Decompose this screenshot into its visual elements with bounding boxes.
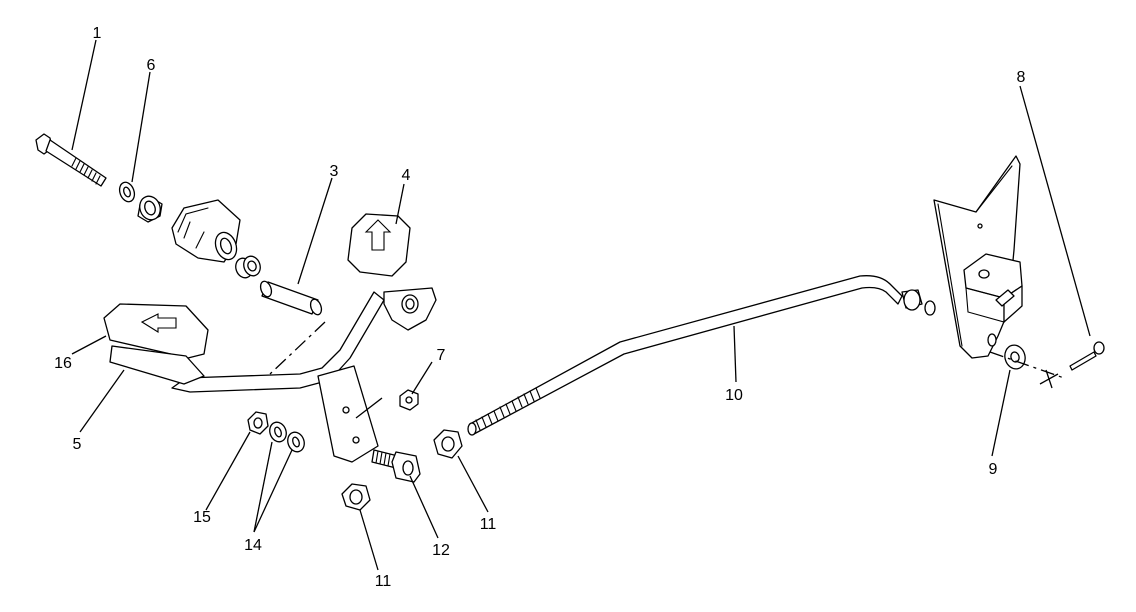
nut [247, 411, 269, 435]
bolt [35, 133, 107, 187]
washers [269, 421, 305, 453]
pedal-pad-lower [103, 303, 209, 385]
center-line [269, 321, 326, 375]
pivot-bracket [171, 199, 241, 263]
center-line-right [989, 351, 1065, 379]
swivel-connector [371, 449, 421, 483]
leader-lines [71, 39, 1091, 571]
callout-4: 4 [402, 167, 411, 184]
callout-11-lower: 11 [375, 573, 392, 590]
callout-10: 10 [725, 387, 743, 404]
callout-7: 7 [437, 347, 446, 364]
control-rod [467, 275, 936, 436]
small-bushing [235, 255, 261, 279]
washer-right [1004, 344, 1026, 370]
pedal-pad-upper [347, 213, 411, 277]
nut-small [399, 389, 419, 411]
bushing [137, 195, 163, 223]
callout-11-rod: 11 [480, 516, 497, 533]
spacer-tube [259, 280, 323, 316]
bracket-right [933, 155, 1023, 359]
washer [118, 181, 136, 203]
callout-labels: 1 6 3 4 16 5 7 15 14 11 12 11 10 8 9 [54, 25, 1025, 590]
axis-marker [1039, 369, 1059, 389]
callout-5: 5 [73, 436, 82, 453]
nut-lower [341, 483, 371, 511]
callout-16: 16 [54, 355, 72, 372]
callout-8: 8 [1017, 69, 1026, 86]
callout-12: 12 [432, 542, 450, 559]
callout-15: 15 [193, 509, 211, 526]
callout-6: 6 [147, 57, 156, 74]
callout-9: 9 [989, 461, 998, 478]
pedal-arm [171, 287, 437, 463]
callout-1: 1 [93, 25, 102, 42]
callout-14: 14 [244, 537, 262, 554]
callout-3: 3 [330, 163, 339, 180]
cotter-pin [1069, 341, 1105, 371]
nut-rod [433, 429, 463, 459]
